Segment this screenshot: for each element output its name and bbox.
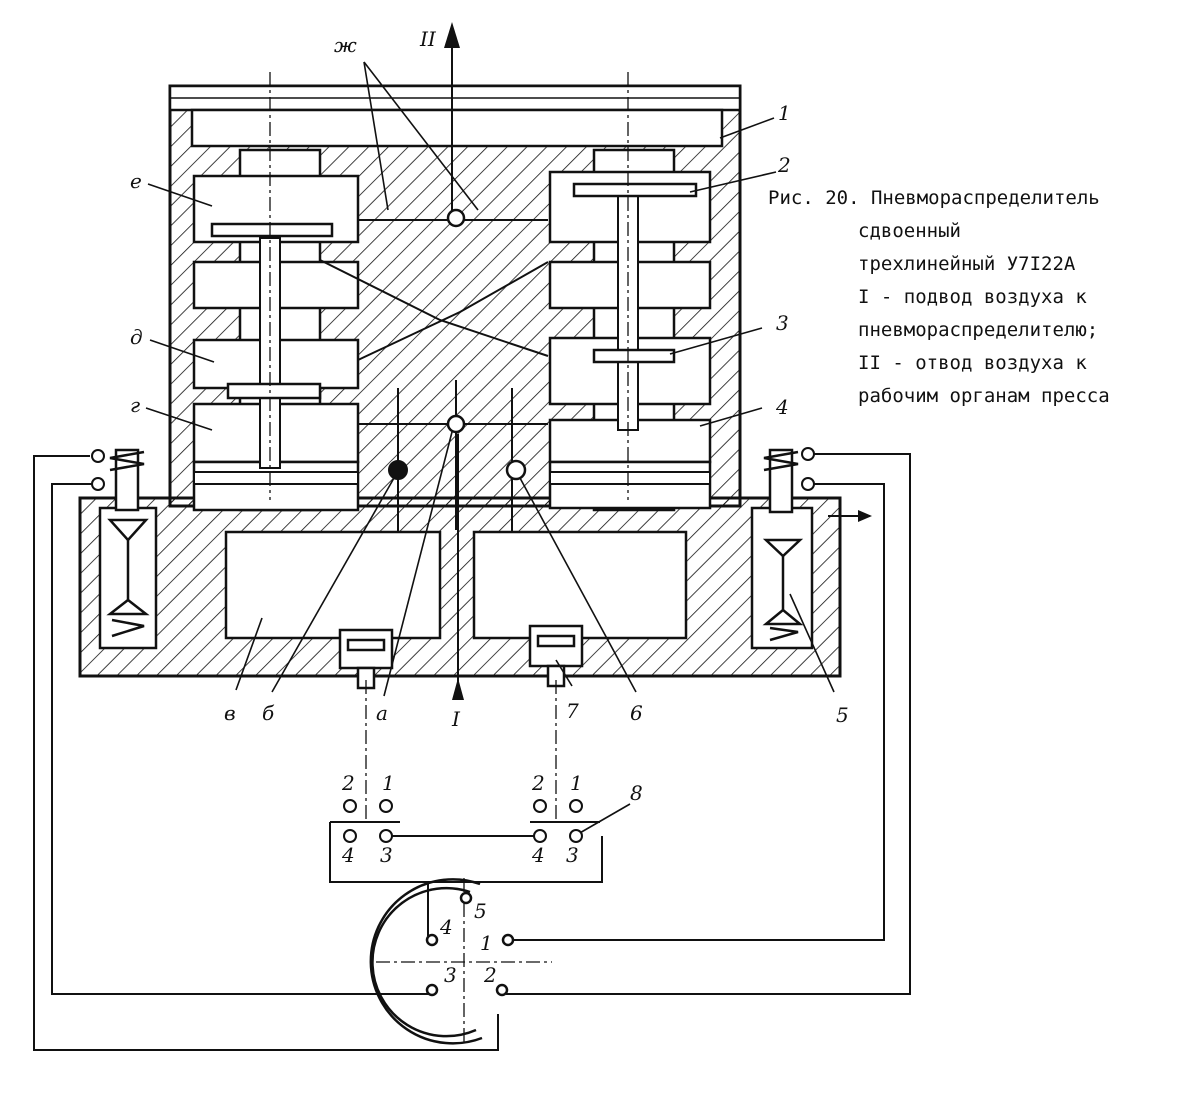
label-zh: ж <box>334 33 357 57</box>
label-5: 5 <box>836 703 849 727</box>
wire-right-outer <box>506 453 911 995</box>
caption-line-7: рабочим органам пресса <box>858 385 1110 407</box>
label-8: 8 <box>630 781 643 805</box>
label-6: 6 <box>630 701 643 725</box>
left-valve-bore <box>192 148 360 512</box>
label-4: 4 <box>775 395 789 419</box>
side-terminals <box>91 447 815 491</box>
caption-line-title: Рис. 20. Пневмораспределитель <box>768 187 1100 209</box>
wire-right-inner <box>506 483 885 941</box>
label-e: е <box>130 169 142 193</box>
label-3: 3 <box>776 311 789 335</box>
right-upper-valve-disc <box>572 182 698 198</box>
connector-pin-4 <box>425 933 439 947</box>
leader-lines <box>145 61 835 835</box>
right-valve-bore <box>548 148 712 512</box>
right-pushbutton-7 <box>528 624 584 688</box>
label-flow-in: І <box>451 707 461 731</box>
right-lower-valve-disc <box>592 348 676 364</box>
left-side-valve <box>98 448 158 650</box>
switch-left-pin-1: 1 <box>382 771 395 795</box>
flow-arrows <box>444 22 464 700</box>
switch-right-pin-4: 4 <box>531 843 545 867</box>
connector-pin-5 <box>459 891 473 905</box>
caption-line-5: пневмораспределителю; <box>858 319 1099 341</box>
round-connector <box>369 878 552 1046</box>
connector-pin-2 <box>495 983 509 997</box>
connector-pin-1 <box>501 933 515 947</box>
caption-line-2: сдвоенный <box>858 220 961 242</box>
label-1: 1 <box>778 101 791 125</box>
inlet-arrow-head <box>452 678 464 700</box>
figure-caption: Рис. 20. Пневмораспределитель сдвоенный … <box>768 182 1193 413</box>
label-2: 2 <box>777 153 791 177</box>
switch-right-pin-1: 1 <box>570 771 583 795</box>
caption-line-3: трехлинейный У7І22А <box>858 253 1076 275</box>
connector-label-2: 2 <box>483 963 497 987</box>
centerlines <box>269 72 629 820</box>
outlet-arrow-head <box>444 22 460 48</box>
switch-right-pin-3: 3 <box>566 843 579 867</box>
label-g: г <box>130 393 140 417</box>
label-v: в <box>224 701 236 725</box>
label-flow-out: ІІ <box>419 27 437 51</box>
connector-pin-3 <box>425 983 439 997</box>
switch-right-pin-2: 2 <box>531 771 545 795</box>
exhaust-arrow <box>858 510 872 522</box>
ball-6 <box>505 459 527 481</box>
switch-left-pin-3: 3 <box>380 843 393 867</box>
chamber-right <box>472 530 688 640</box>
caption-line-4: І - подвод воздуха к <box>858 286 1087 308</box>
wire-left-inner <box>51 483 432 995</box>
label-7: 7 <box>566 699 579 723</box>
caption-line-6: ІІ - отвод воздуха к <box>858 352 1087 374</box>
label-a: а <box>376 701 388 725</box>
ball-zh <box>446 208 466 228</box>
wire-left-outer <box>33 455 499 1051</box>
left-pushbutton <box>338 628 394 690</box>
connector-label-1: 1 <box>480 931 493 955</box>
wire-switch-frame <box>329 822 603 883</box>
ball-a <box>446 414 466 434</box>
right-side-valve-5 <box>750 448 814 650</box>
connector-label-3: 3 <box>444 963 457 987</box>
switch-left-pin-2: 2 <box>341 771 355 795</box>
connector-label-4: 4 <box>439 915 453 939</box>
switch-left-pin-4: 4 <box>341 843 355 867</box>
labels: ж ІІ 1 2 3 4 е д г в б а І 7 6 5 8 2 1 4… <box>130 27 849 987</box>
left-lower-valve-disc <box>226 382 322 400</box>
wiring <box>33 453 911 1051</box>
connector-label-5: 5 <box>474 899 487 923</box>
label-b: б <box>262 701 275 725</box>
switch-contacts <box>343 799 583 843</box>
ball-b <box>388 460 408 480</box>
lower-base <box>78 496 842 678</box>
top-plate <box>190 108 724 148</box>
label-d: д <box>130 325 143 349</box>
distributor-body <box>78 84 872 690</box>
left-upper-valve-disc <box>210 222 334 238</box>
